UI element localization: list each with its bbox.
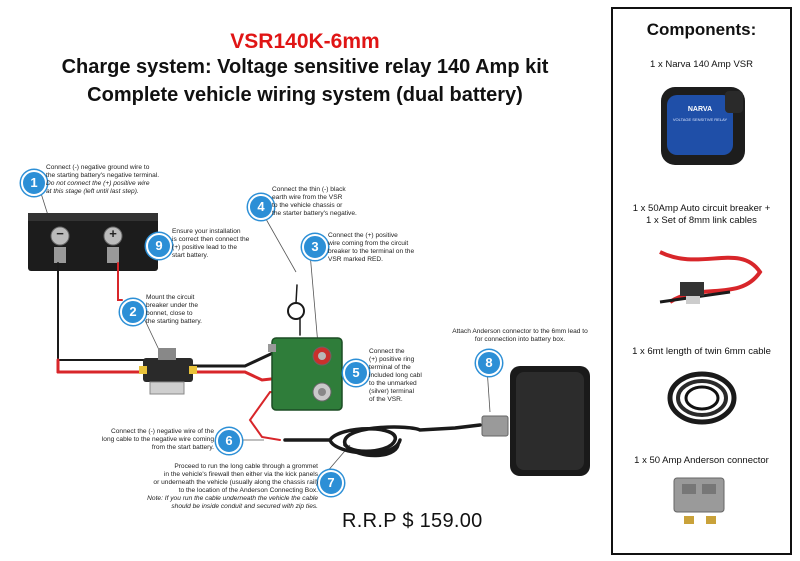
step-5-badge: 5	[343, 360, 369, 386]
step-6-badge: 6	[216, 428, 242, 454]
positive-terminal-symbol: +	[109, 226, 117, 241]
step-7-badge: 7	[318, 470, 344, 496]
components-title: Components:	[646, 20, 757, 39]
step-2-badge: 2	[120, 299, 146, 325]
step-5-note: Connect the(+) positive ring terminal of…	[369, 348, 422, 403]
anderson-connector-photo-icon	[664, 472, 740, 528]
step-3-badge: 3	[302, 234, 328, 260]
vsr-relay-photo-icon: NARVA VOLTAGE SENSITIVE RELAY	[655, 83, 751, 169]
step-9-badge: 9	[146, 233, 172, 259]
component-cable-label: 1 x 6mt length of twin 6mm cable	[632, 346, 771, 357]
components-panel	[611, 7, 792, 555]
step-7-note: Proceed to run the long cable through a …	[147, 463, 318, 510]
title-line-1: Charge system: Voltage sensitive relay 1…	[61, 56, 549, 78]
circuit-breaker	[139, 348, 197, 395]
step-1-badge: 1	[21, 170, 47, 196]
cable-coil-photo-icon	[662, 366, 742, 430]
circuit-breaker-cables-photo-icon	[640, 232, 770, 328]
vsr-brand: NARVA	[687, 106, 713, 113]
negative-terminal-symbol: −	[56, 226, 64, 241]
component-link-cables-label: 1 x Set of 8mm link cables	[646, 215, 757, 226]
recommended-retail-price: R.R.P $ 159.00	[342, 510, 483, 532]
step-4-badge: 4	[248, 194, 274, 220]
step-8-badge: 8	[476, 350, 502, 376]
start-battery	[28, 213, 158, 271]
product-code: VSR140K-6mm	[230, 30, 380, 53]
vsr-face-label: VOLTAGE SENSITIVE RELAY	[672, 117, 728, 122]
component-vsr-label: 1 x Narva 140 Amp VSR	[650, 59, 753, 70]
anderson-connection	[481, 366, 590, 476]
component-anderson-label: 1 x 50 Amp Anderson connector	[634, 455, 769, 466]
title-line-2: Complete vehicle wiring system (dual bat…	[87, 84, 523, 106]
step-8-note: Attach Anderson connector to the 6mm lea…	[452, 328, 588, 343]
vsr-unit	[268, 337, 343, 411]
component-breaker-label: 1 x 50Amp Auto circuit breaker +	[632, 203, 771, 214]
